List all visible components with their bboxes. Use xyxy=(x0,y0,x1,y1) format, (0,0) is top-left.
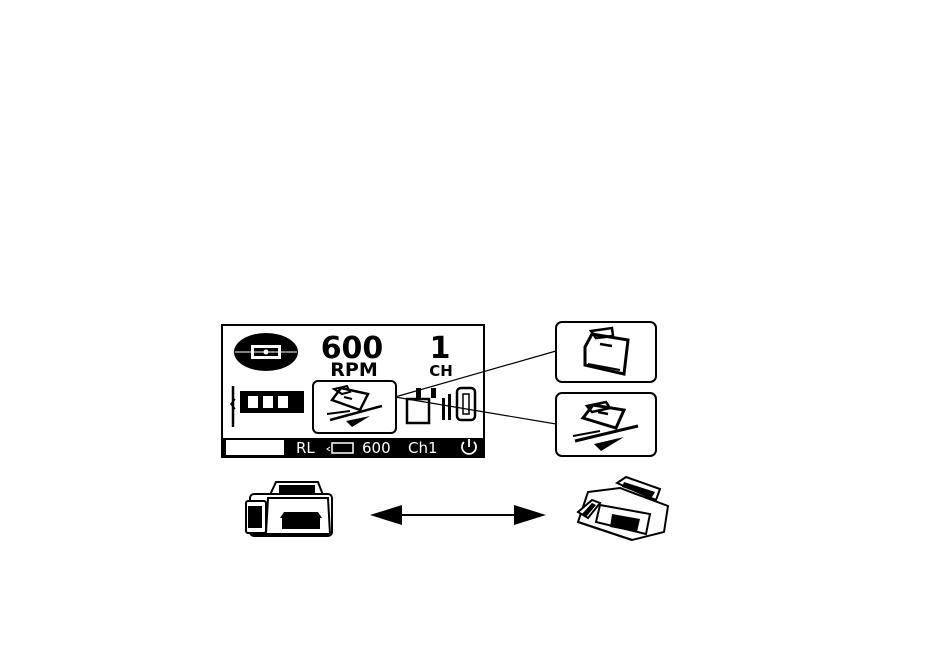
laser-tilted-icon xyxy=(556,393,656,456)
laser-vertical-icon xyxy=(556,322,656,382)
status-mode: RL xyxy=(296,439,315,457)
status-speed: 600 xyxy=(362,439,391,457)
speed-unit: RPM xyxy=(330,359,377,381)
double-arrow xyxy=(370,505,546,525)
status-bar: RL 600 Ch1 xyxy=(222,438,484,457)
laser-tilt-selected-icon xyxy=(313,381,396,433)
channel-value: 1 xyxy=(430,331,451,366)
rotation-mode-icon xyxy=(234,333,298,371)
laser-device-upright xyxy=(246,482,332,536)
status-channel: Ch1 xyxy=(408,439,438,457)
laser-device-tilted xyxy=(578,477,668,540)
channel-unit: CH xyxy=(429,362,453,380)
lcd-panel: 600 RPM 1 CH xyxy=(222,325,484,457)
